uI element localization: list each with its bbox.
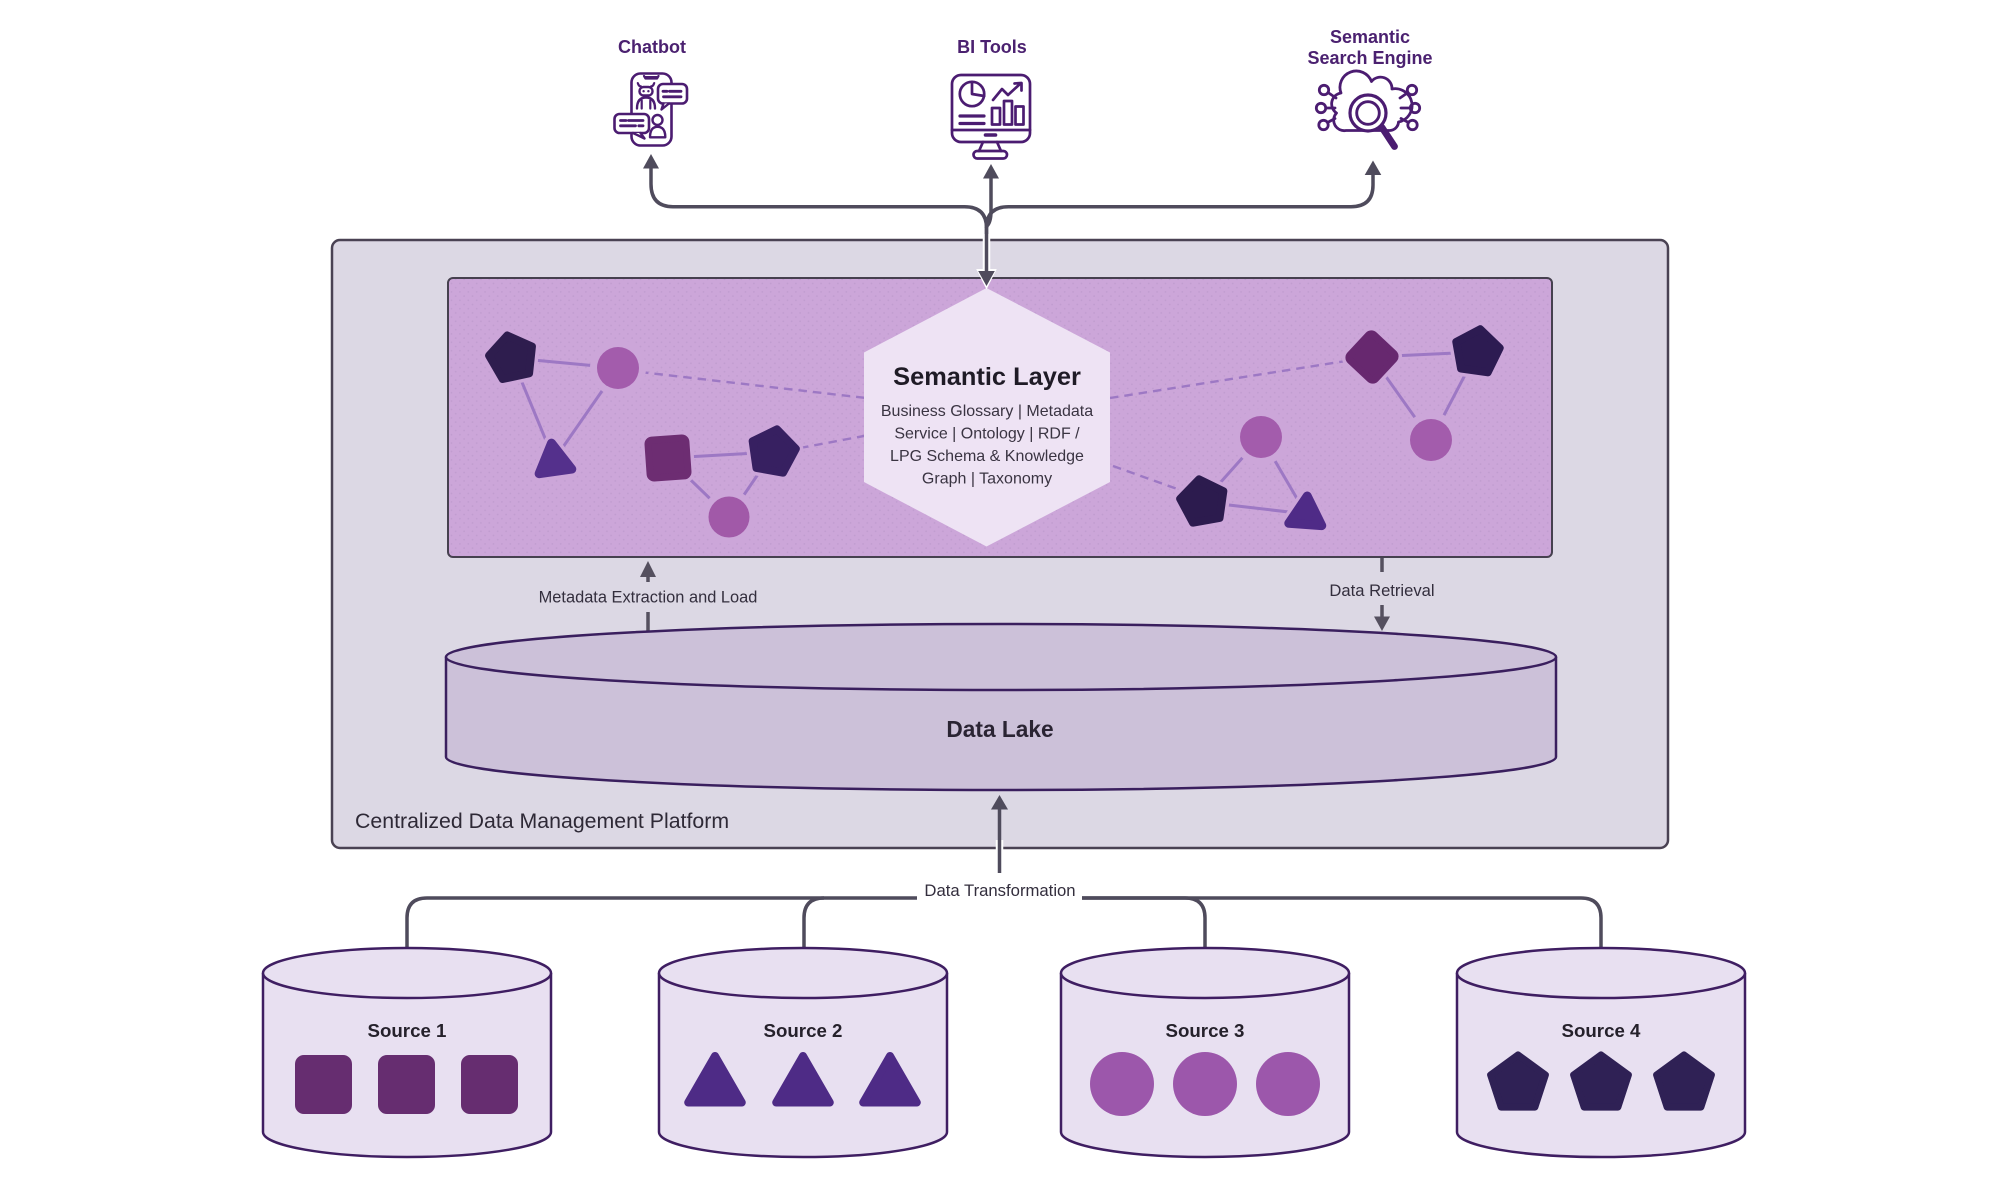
- svg-text:Data Retrieval: Data Retrieval: [1329, 581, 1434, 600]
- svg-text:Data Transformation: Data Transformation: [924, 881, 1075, 900]
- svg-text:Chatbot: Chatbot: [618, 37, 686, 57]
- svg-text:Semantic Layer: Semantic Layer: [893, 363, 1081, 391]
- svg-text:Graph | Taxonomy: Graph | Taxonomy: [922, 471, 1052, 488]
- svg-text:Source 3: Source 3: [1166, 1020, 1245, 1041]
- svg-text:Metadata Extraction and Load: Metadata Extraction and Load: [539, 589, 758, 607]
- svg-text:Semantic: Semantic: [1330, 27, 1410, 47]
- svg-text:Centralized Data Management Pl: Centralized Data Management Platform: [355, 809, 729, 833]
- svg-text:Service | Ontology | RDF /: Service | Ontology | RDF /: [894, 426, 1080, 443]
- svg-text:Search Engine: Search Engine: [1307, 48, 1432, 68]
- svg-text:BI Tools: BI Tools: [957, 37, 1027, 57]
- svg-text:Source 2: Source 2: [764, 1020, 843, 1041]
- svg-text:LPG Schema & Knowledge: LPG Schema & Knowledge: [890, 448, 1084, 465]
- svg-text:Data Lake: Data Lake: [946, 716, 1053, 742]
- svg-text:Source 4: Source 4: [1562, 1020, 1642, 1041]
- svg-text:Source 1: Source 1: [368, 1020, 447, 1041]
- svg-text:Business Glossary | Metadata: Business Glossary | Metadata: [881, 403, 1093, 420]
